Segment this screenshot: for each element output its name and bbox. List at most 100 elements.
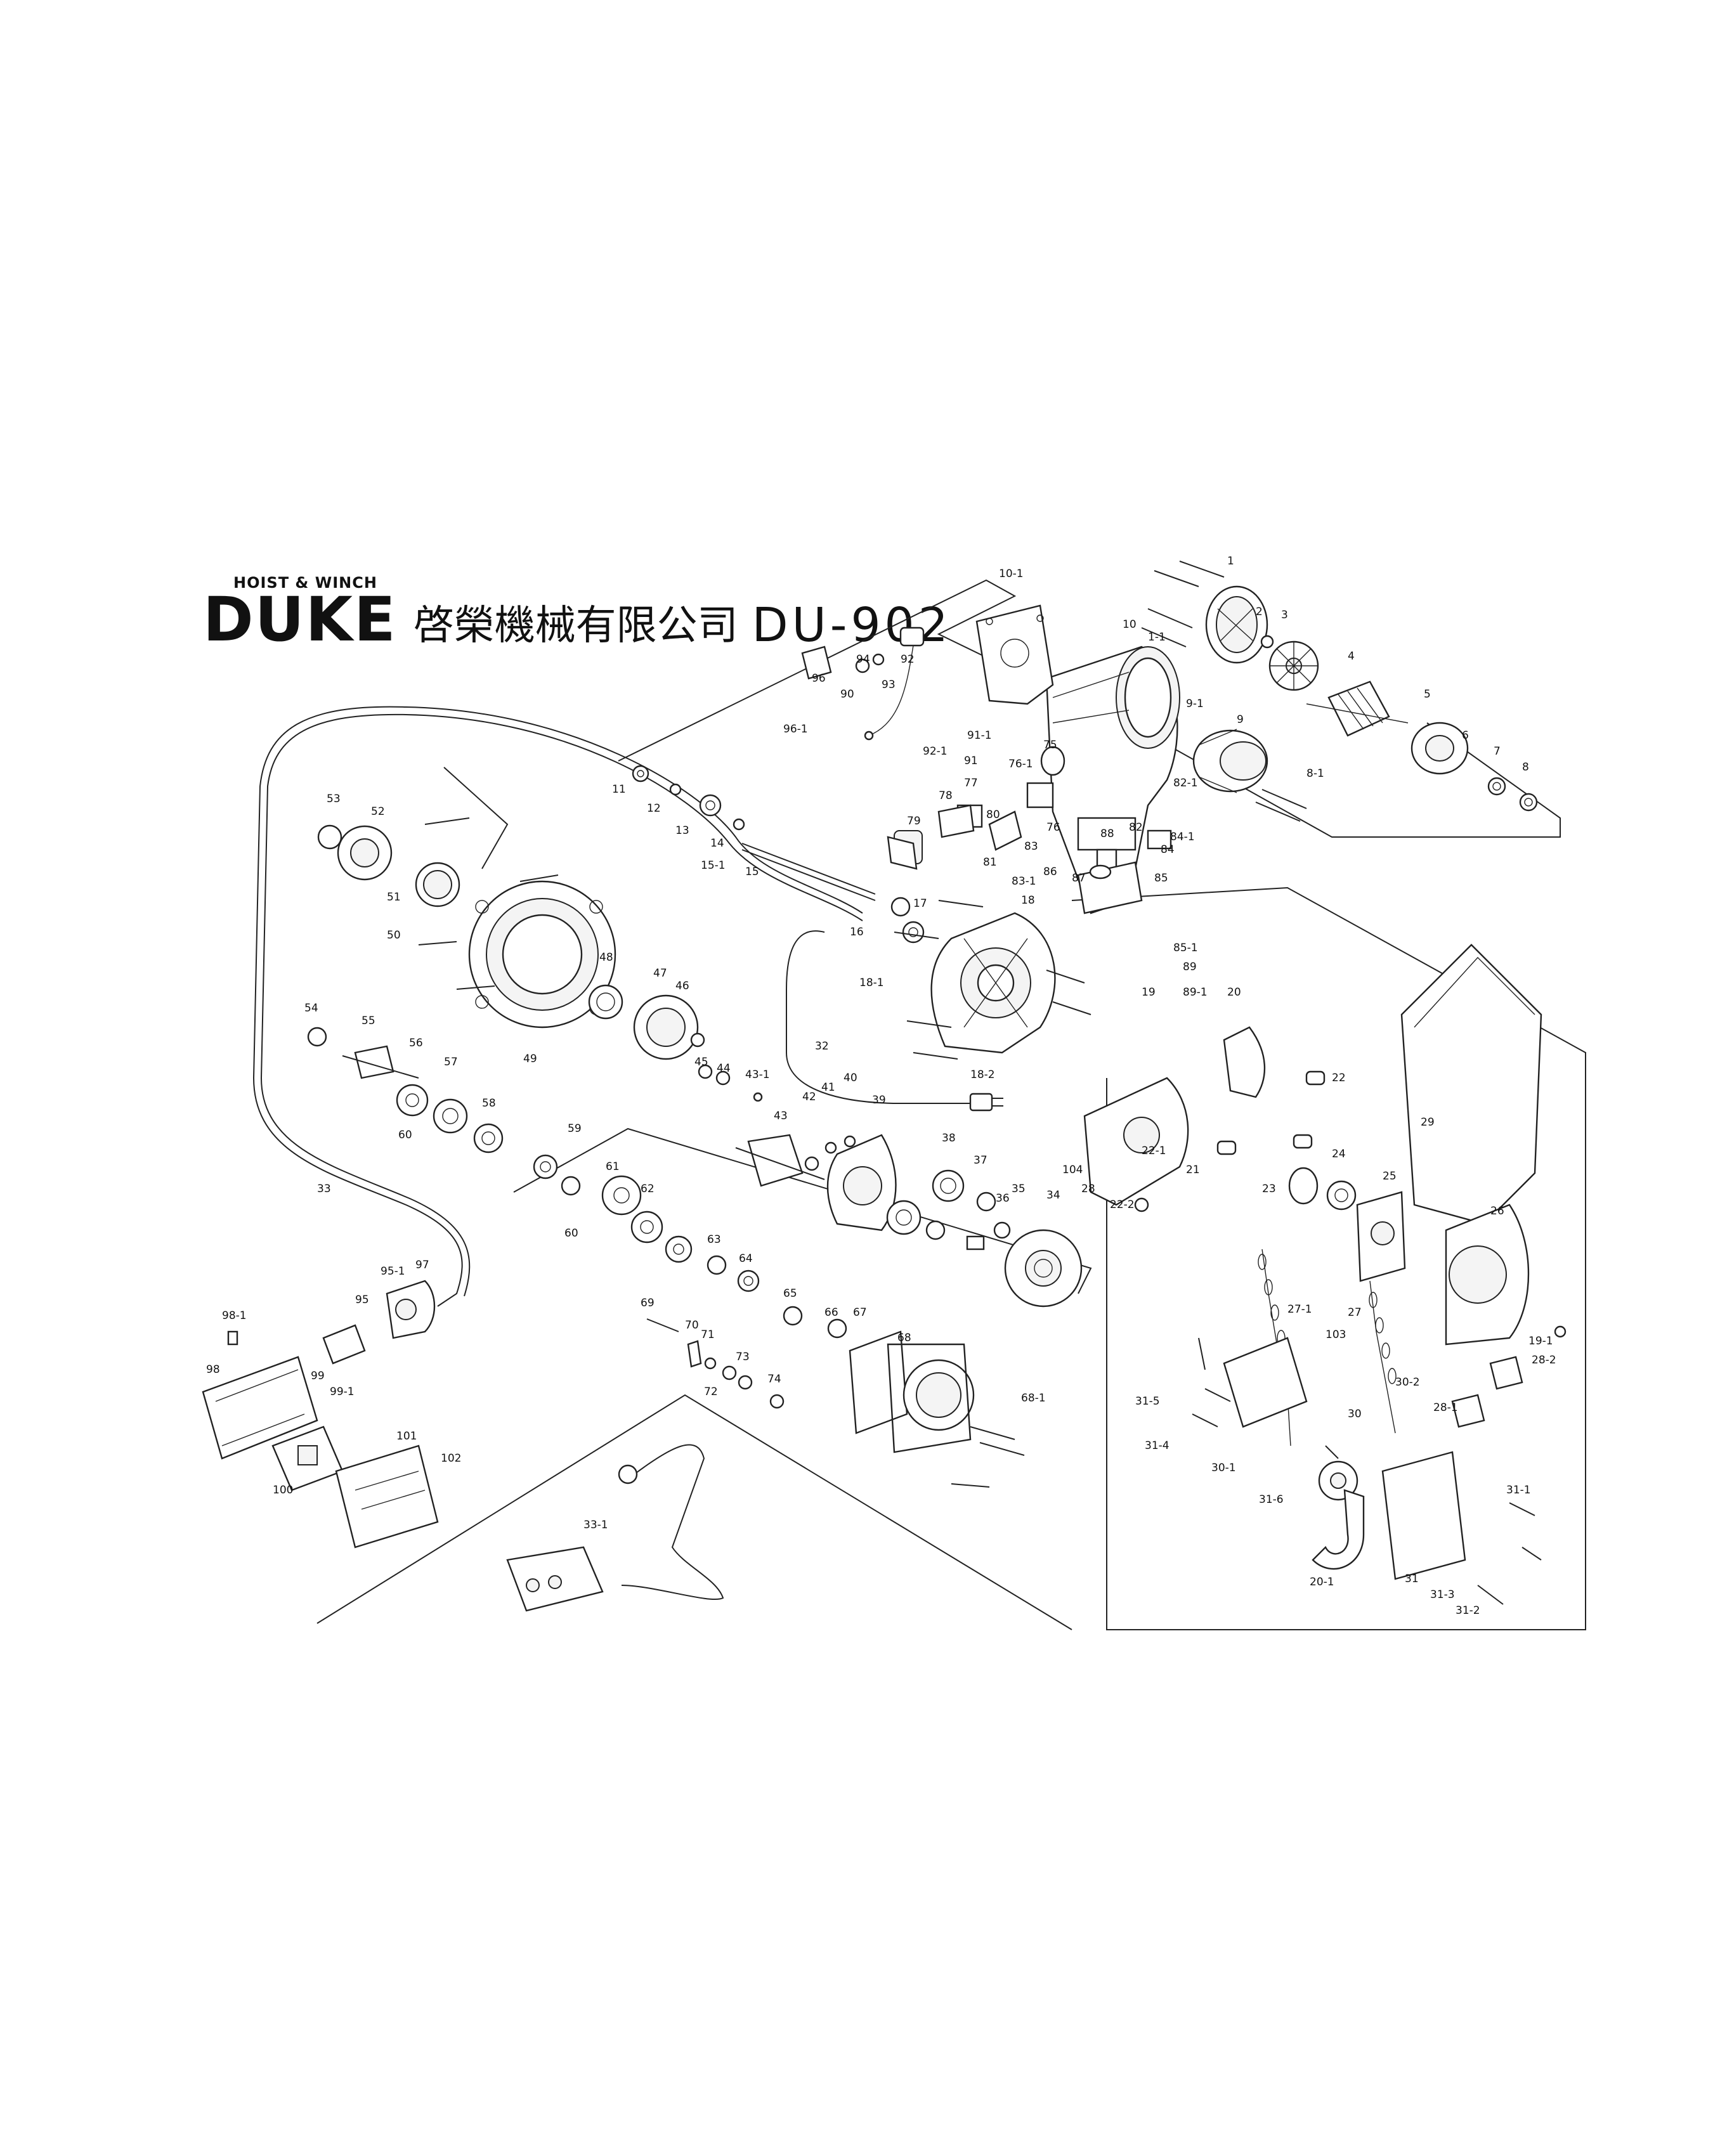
label-67: 67 — [853, 1306, 867, 1319]
label-92: 92 — [901, 653, 915, 666]
fan-3 — [1268, 640, 1319, 691]
label-31: 31 — [1405, 1573, 1419, 1585]
label-64: 64 — [739, 1252, 753, 1265]
cover-29 — [1400, 944, 1542, 1225]
label-1: 1 — [1227, 555, 1234, 568]
label-35: 35 — [1012, 1183, 1026, 1195]
label-80: 80 — [986, 808, 1000, 821]
control-box-98 — [202, 1330, 318, 1460]
label-82-1: 82-1 — [1173, 777, 1198, 789]
cable-33 — [252, 706, 863, 1307]
label-8-1: 8-1 — [1306, 767, 1324, 780]
label-23: 23 — [1262, 1183, 1276, 1195]
label-66: 66 — [824, 1306, 838, 1319]
gearbox-bolts — [418, 817, 1091, 1060]
bearing-24 — [1288, 1167, 1357, 1211]
label-104: 104 — [1062, 1164, 1083, 1176]
gasket-10-1 — [975, 604, 1054, 705]
label-78: 78 — [939, 789, 953, 802]
shaft-15 — [632, 765, 975, 944]
brand-logo: DUKE HOIST & WINCH — [203, 575, 397, 650]
label-8: 8 — [1522, 761, 1529, 774]
label-28: 28 — [1081, 1183, 1095, 1195]
label-33-1: 33-1 — [583, 1519, 608, 1531]
control-components — [801, 627, 1172, 914]
label-83: 83 — [1024, 840, 1038, 853]
company-name: 啓榮機械有限公司 — [413, 602, 738, 649]
label-90: 90 — [840, 688, 854, 701]
label-84-1: 84-1 — [1170, 831, 1195, 843]
label-5: 5 — [1424, 688, 1431, 701]
pendant-33-1 — [506, 1464, 638, 1612]
label-26: 26 — [1490, 1205, 1504, 1218]
hub-34 — [1004, 1229, 1083, 1308]
label-15: 15 — [745, 866, 759, 878]
label-51: 51 — [387, 891, 401, 904]
label-28-1: 28-1 — [1433, 1401, 1458, 1414]
label-31-3: 31-3 — [1430, 1588, 1455, 1601]
brake-68 — [849, 1330, 1025, 1488]
label-98-1: 98-1 — [222, 1309, 247, 1322]
label-54: 54 — [304, 1002, 318, 1015]
label-70: 70 — [685, 1319, 699, 1332]
hook-20-1 — [1312, 1489, 1365, 1570]
label-68-1: 68-1 — [1021, 1392, 1046, 1405]
label-81: 81 — [983, 856, 997, 869]
label-44: 44 — [717, 1062, 731, 1075]
label-43-1: 43-1 — [745, 1068, 770, 1081]
label-25: 25 — [1383, 1170, 1397, 1183]
label-69: 69 — [641, 1297, 655, 1309]
label-52: 52 — [371, 805, 385, 818]
label-16: 16 — [850, 926, 864, 938]
label-14: 14 — [710, 837, 724, 850]
label-29: 29 — [1421, 1116, 1435, 1129]
ring-gear-52 — [317, 824, 460, 907]
label-62: 62 — [641, 1183, 655, 1195]
chain-guide-25 — [1356, 1191, 1406, 1282]
label-31-6: 31-6 — [1259, 1493, 1284, 1506]
brand-logo-text: DUKE — [203, 584, 397, 655]
label-85: 85 — [1154, 872, 1168, 885]
label-71: 71 — [701, 1328, 715, 1341]
label-31-5: 31-5 — [1135, 1395, 1160, 1408]
label-43: 43 — [774, 1110, 788, 1122]
label-2: 2 — [1256, 606, 1263, 618]
label-88: 88 — [1100, 828, 1114, 840]
label-60: 60 — [564, 1227, 578, 1240]
small-parts-69-74 — [646, 1318, 785, 1409]
label-31-2: 31-2 — [1456, 1604, 1480, 1617]
label-83-1: 83-1 — [1012, 875, 1036, 888]
label-22-2: 22-2 — [1110, 1198, 1135, 1211]
label-42: 42 — [802, 1091, 816, 1103]
label-33: 33 — [317, 1183, 331, 1195]
label-77: 77 — [964, 777, 978, 789]
spacers-21-22 — [1134, 1070, 1326, 1212]
label-87: 87 — [1072, 872, 1086, 885]
label-60: 60 — [398, 1129, 412, 1141]
label-28-2: 28-2 — [1532, 1354, 1556, 1367]
plug-32 — [969, 1093, 1003, 1112]
label-93: 93 — [882, 679, 896, 691]
brand-logo-subtitle: HOIST & WINCH — [233, 574, 377, 592]
label-1-1: 1-1 — [1148, 631, 1166, 644]
gearbox-cover-18 — [930, 912, 1056, 1054]
label-89-1: 89-1 — [1183, 986, 1208, 999]
gear-train-55-66 — [307, 1027, 847, 1339]
label-85-1: 85-1 — [1173, 942, 1198, 954]
label-30: 30 — [1348, 1408, 1362, 1420]
label-100: 100 — [273, 1484, 293, 1497]
label-41: 41 — [821, 1081, 835, 1094]
motor-bolts — [1141, 561, 1307, 822]
label-31-4: 31-4 — [1145, 1439, 1169, 1452]
label-40: 40 — [844, 1072, 857, 1084]
end-cover-1 — [1205, 585, 1268, 664]
label-84: 84 — [1161, 843, 1175, 856]
label-19-1: 19-1 — [1528, 1335, 1553, 1348]
label-103: 103 — [1326, 1328, 1346, 1341]
label-96-1: 96-1 — [783, 723, 808, 736]
label-30-1: 30-1 — [1211, 1462, 1236, 1474]
label-47: 47 — [653, 967, 667, 980]
label-27-1: 27-1 — [1287, 1303, 1312, 1316]
label-11: 11 — [612, 783, 626, 796]
label-98: 98 — [206, 1363, 220, 1376]
